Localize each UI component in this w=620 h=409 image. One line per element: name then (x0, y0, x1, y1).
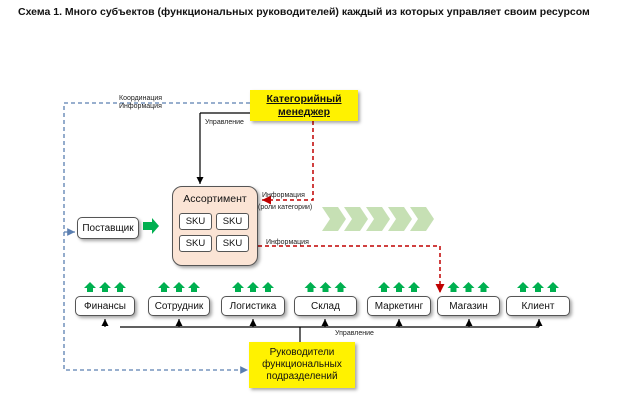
sku-box: SKU (179, 235, 212, 252)
green-up-arrow-icon (304, 282, 317, 292)
department-box: Логистика (221, 296, 285, 316)
green-up-arrow-icon (517, 282, 529, 292)
category-manager-line1: Категорийный (266, 92, 342, 105)
green-up-arrow-icon (547, 282, 559, 292)
department-box: Финансы (75, 296, 135, 316)
green-up-arrow-icon (158, 282, 170, 292)
green-up-arrow-icon (232, 282, 244, 292)
sku-box: SKU (179, 213, 212, 230)
page-title: Схема 1. Много субъектов (функциональных… (18, 6, 590, 18)
heads-line3: подразделений (266, 371, 338, 382)
assortment-label: Ассортимент (183, 193, 247, 205)
info-roles-label-1: Информация (262, 192, 305, 199)
category-manager-line2: менеджер (277, 105, 330, 118)
green-up-arrow-icon (319, 282, 332, 292)
green-up-arrow-icon (408, 282, 420, 292)
management-bus (101, 319, 543, 342)
sku-box: SKU (216, 213, 249, 230)
category-manager-box: Категорийный менеджер (250, 90, 358, 121)
green-up-arrow-icon (173, 282, 185, 292)
chevron-flow (322, 207, 434, 231)
department-box: Магазин (437, 296, 500, 316)
green-up-arrow-icon (262, 282, 274, 292)
department-box: Склад (294, 296, 357, 316)
management-top-label: Управление (205, 119, 244, 126)
info-to-store-line (258, 245, 445, 293)
green-up-arrow-icon (462, 282, 475, 292)
coordination-label: Координация (119, 95, 163, 102)
department-box: Клиент (506, 296, 570, 316)
heads-line1: Руководители (269, 347, 335, 358)
heads-line2: функциональных (262, 359, 342, 370)
green-up-arrow-icon (334, 282, 347, 292)
green-up-arrow-icon (447, 282, 460, 292)
coordination-line (63, 102, 250, 374)
information-label: Информация (119, 103, 162, 110)
green-up-arrow-icon (114, 282, 126, 292)
green-up-arrow-icon (188, 282, 200, 292)
green-up-arrow-icon (99, 282, 111, 292)
management-bottom-label: Управление (335, 330, 374, 337)
green-up-arrow-icon (532, 282, 544, 292)
info-bottom-label: Информация (266, 239, 309, 246)
green-up-arrow-icon (378, 282, 390, 292)
green-up-arrow-icon (477, 282, 490, 292)
green-up-arrow-icon (247, 282, 259, 292)
info-roles-label-2: (роли категории) (258, 204, 313, 211)
green-up-arrow-icon (393, 282, 405, 292)
department-heads-box: Руководители функциональных подразделени… (249, 342, 355, 388)
department-box: Сотрудник (148, 296, 210, 316)
assortment-box: Ассортимент SKU SKU SKU SKU (172, 186, 258, 266)
sku-box: SKU (216, 235, 249, 252)
green-up-arrow-icon (84, 282, 96, 292)
supplier-arrow (143, 218, 159, 234)
supplier-box: Поставщик (77, 217, 139, 239)
info-roles-line (262, 121, 314, 205)
department-box: Маркетинг (367, 296, 431, 316)
